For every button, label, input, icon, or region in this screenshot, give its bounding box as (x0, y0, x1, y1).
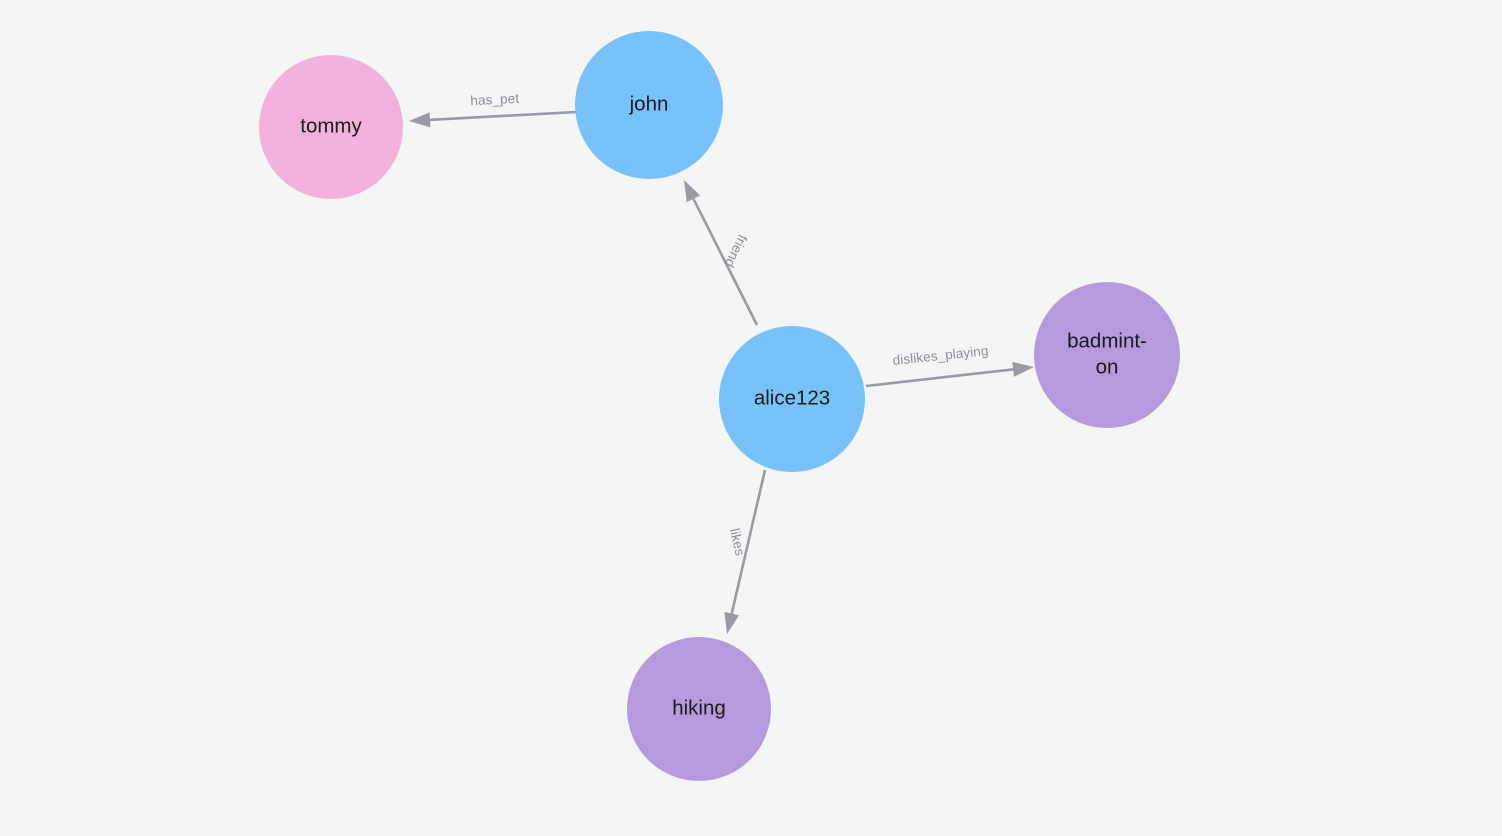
node-label: alice123 (754, 386, 830, 409)
nodes-group: tommy john alice123 badmint-on hiking (259, 31, 1180, 781)
graph-edge[interactable]: friend (684, 180, 759, 326)
node-label: badmint- (1067, 329, 1147, 352)
node-circle[interactable] (575, 31, 723, 179)
edge-label: likes (727, 527, 748, 557)
node-label: john (629, 92, 669, 115)
edge-line (865, 367, 1017, 388)
edge-arrowhead-icon (684, 180, 701, 203)
edge-label: dislikes_playing (892, 343, 989, 368)
node-circle[interactable] (627, 637, 771, 781)
graph-node-john[interactable]: john (575, 31, 723, 179)
edge-line (426, 110, 577, 122)
graph-node-hiking[interactable]: hiking (627, 637, 771, 781)
graph-edge[interactable]: dislikes_playing (865, 343, 1034, 388)
node-circle[interactable] (259, 55, 403, 199)
node-circle[interactable] (719, 326, 865, 472)
edge-line (729, 469, 767, 617)
edge-arrowhead-icon (409, 112, 431, 128)
edge-label: has_pet (470, 91, 520, 109)
graph-edge[interactable]: has_pet (409, 91, 577, 128)
graph-edge[interactable]: likes (724, 469, 767, 634)
edge-arrowhead-icon (1012, 361, 1034, 377)
edge-line (690, 195, 759, 326)
edge-arrowhead-icon (724, 611, 740, 634)
edge-label: friend (722, 232, 751, 269)
graph-node-tommy[interactable]: tommy (259, 55, 403, 199)
graph-node-badminton[interactable]: badmint-on (1034, 282, 1180, 428)
node-label: tommy (300, 114, 362, 137)
node-circle[interactable] (1034, 282, 1180, 428)
node-label: on (1096, 355, 1119, 378)
graph-node-alice123[interactable]: alice123 (719, 326, 865, 472)
node-label: hiking (672, 696, 726, 719)
